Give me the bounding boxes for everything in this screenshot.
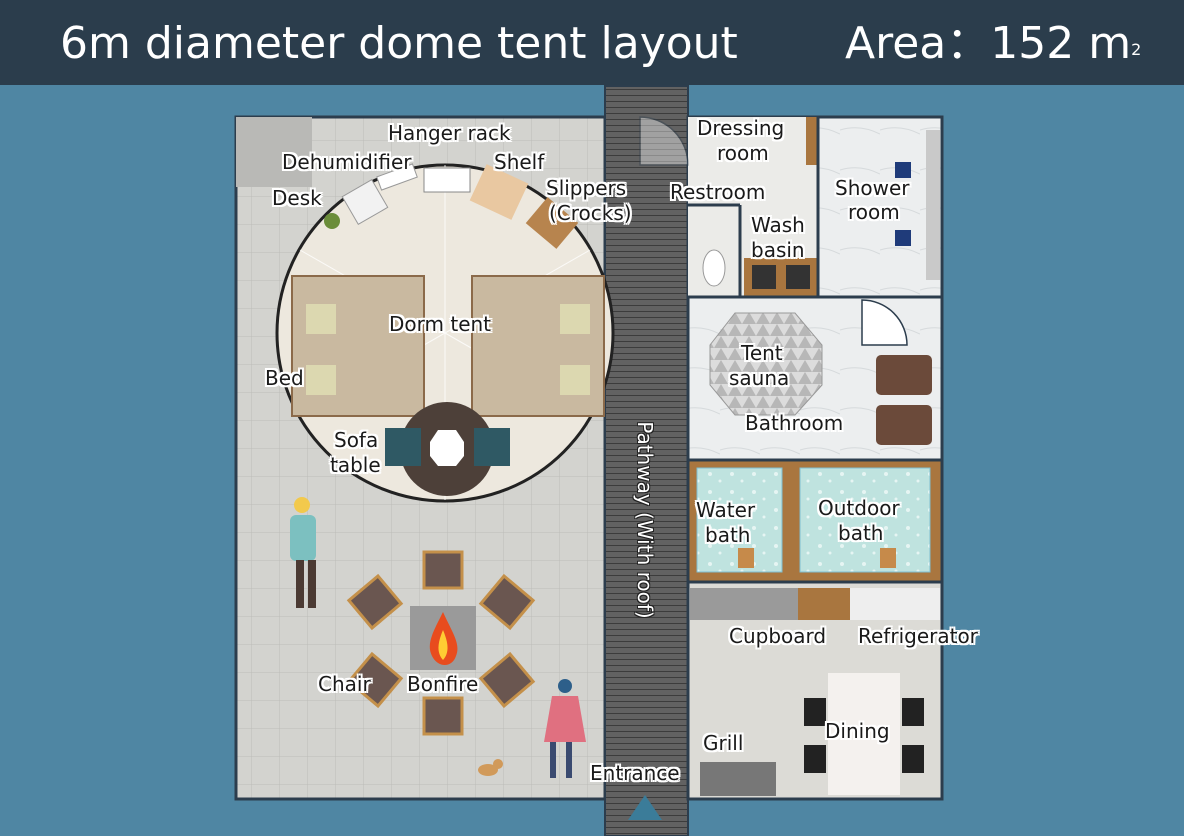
label-restroom: Restroom: [670, 180, 766, 204]
label-entrance: Entrance: [590, 761, 680, 785]
label-bathroom: Bathroom: [745, 411, 844, 435]
person-woman-icon: [544, 679, 586, 778]
area-readout: Area：152 m2: [845, 14, 1141, 74]
label-wash: Wash: [751, 213, 805, 237]
label-refrigerator: Refrigerator: [858, 624, 978, 648]
label-pathway: Pathway (With roof): [633, 421, 657, 619]
label-grill: Grill: [703, 731, 744, 755]
label-chair: Chair: [318, 672, 371, 696]
label-slippers: Slippers: [546, 176, 627, 200]
page-title: 6m diameter dome tent layout: [60, 18, 738, 69]
label-sofa: Sofa: [334, 428, 379, 452]
label-basin: basin: [751, 238, 805, 262]
label-dining: Dining: [825, 719, 890, 743]
refrigerator-shape: [850, 588, 940, 620]
grill-shape: [700, 762, 776, 796]
person-man-icon: [290, 497, 316, 608]
label-dressing: Dressing: [697, 116, 785, 140]
label-dehumidifier: Dehumidifier: [282, 150, 412, 174]
label-tent: Tent: [741, 341, 783, 365]
label-outdoor-bath: bath: [838, 521, 884, 545]
dining-table: [828, 673, 900, 795]
tent-sauna-shape: [709, 312, 823, 416]
label-outdoor: Outdoor: [818, 496, 900, 520]
toilet-icon: [702, 249, 726, 287]
label-sauna: sauna: [729, 366, 790, 390]
label-dressing-room: room: [717, 141, 769, 165]
label-crocks: (Crocks): [549, 201, 632, 225]
label-hanger-rack: Hanger rack: [388, 121, 511, 145]
label-shower: Shower: [835, 176, 910, 200]
label-dorm-tent: Dorm tent: [389, 312, 492, 336]
cupboard-shape: [798, 588, 850, 620]
label-desk: Desk: [272, 186, 322, 210]
label-cupboard: Cupboard: [729, 624, 827, 648]
sink-counter: [690, 588, 798, 620]
header-bar: [0, 0, 1184, 85]
label-bed: Bed: [265, 366, 304, 390]
label-bonfire: Bonfire: [407, 672, 479, 696]
label-water-bath: bath: [705, 523, 751, 547]
area-unit-superscript: 2: [1131, 40, 1142, 59]
area-value: Area：152 m: [845, 18, 1132, 69]
dog-icon: [478, 759, 503, 776]
label-shower-room: room: [848, 200, 900, 224]
label-water: Water: [696, 498, 756, 522]
label-shelf: Shelf: [494, 150, 545, 174]
entrance-arrow-icon: [628, 795, 662, 820]
label-table: table: [330, 453, 381, 477]
